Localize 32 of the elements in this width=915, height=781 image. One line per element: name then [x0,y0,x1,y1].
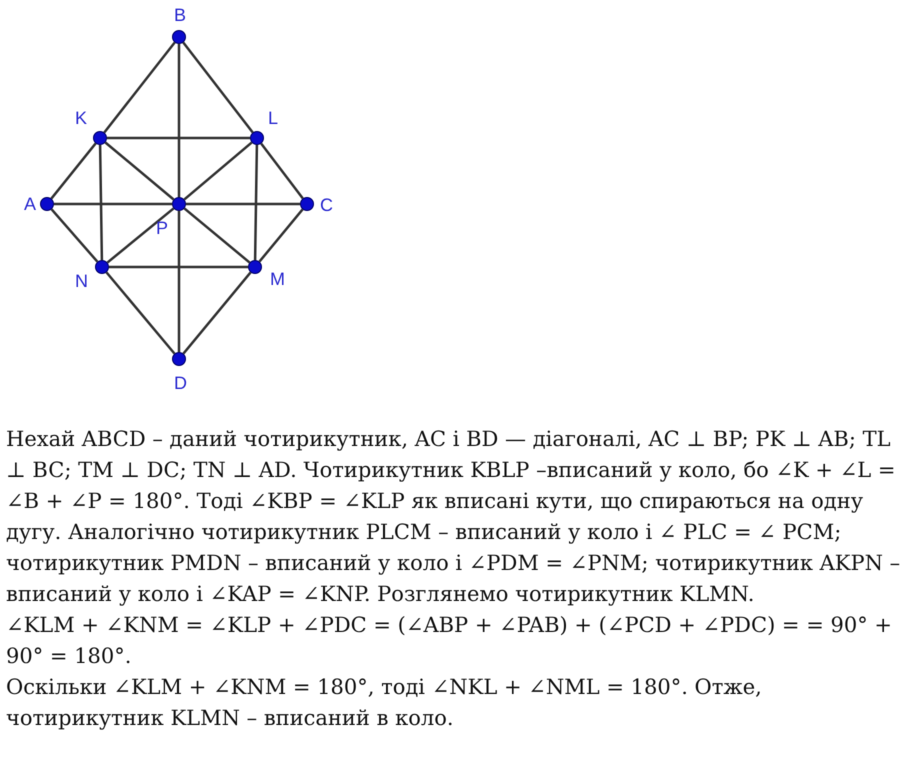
proof-paragraph: Нехай ABCD – даний чотирикутник, AC і BD — діагоналі, AC ⊥ BP; PK ⊥ AB; TL ⊥ BC; TM ⊥ DC; TN ⊥ AD. Чотирикутник KBLP –вписаний у коло, бо ∠K + ∠L = ∠B + ∠P = 180°. Тоді ∠KBP = ∠KLP як вписані кути, що спираються на одну дугу. Аналогічно чотирикутник PLCM – вписаний у коло і ∠ PLC = ∠ PCM; чотирикутник PMDN – вписаний у коло і ∠PDM = ∠PNM; чотирикутник AKPN – вписаний у коло і ∠KAP = ∠KNP. Розглянемо чотирикутник KLMN. [6,426,902,608]
line-segment [109,266,248,268]
line-segment [258,208,304,262]
line-segment [104,142,174,200]
point-label: M [270,270,285,288]
line-segment [103,42,176,134]
point-label: D [174,374,187,392]
point-label: L [268,109,278,127]
line-segment [182,42,254,134]
line-segment [106,272,176,354]
line-segment [254,144,258,260]
line-segment [50,142,97,200]
line-segment [186,202,300,206]
point-label: P [156,219,168,237]
line-segment [50,208,98,263]
line-segment [107,136,250,140]
proof-paragraph: Оскільки ∠KLM + ∠KNM = 180°, тоді ∠NKL + ∠NML = 180°. Отже, чотирикутник KLMN – вписаний в коло. [6,674,763,732]
line-segment [184,142,252,200]
point-label: C [320,196,333,214]
line-segment [260,142,304,200]
line-segment [182,272,252,354]
line-segment [184,208,250,264]
proof-paragraph: ∠KLM + ∠KNM = ∠KLP + ∠PDC = (∠ABP + ∠PAB) + (∠PCD + ∠PDC) = = 90° + 90° = 180°. [6,612,893,670]
point-label: K [75,109,88,127]
line-segment [106,207,174,264]
point-label: A [24,195,36,213]
line-segment [98,144,104,260]
point-label: B [174,6,186,24]
line-segment [178,44,180,197]
line-segment [54,202,172,206]
line-segment [178,211,180,352]
point-label: N [75,272,88,290]
